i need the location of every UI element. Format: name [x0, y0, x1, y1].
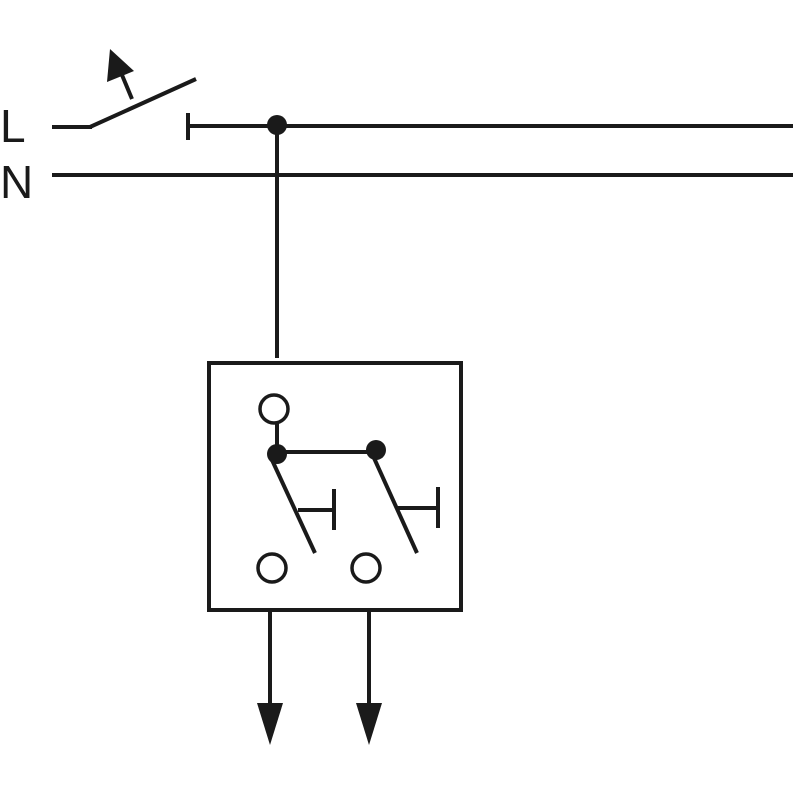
double-switch-device: [207, 361, 463, 612]
actuator-arrow-icon: [107, 49, 134, 82]
neutral-label: N: [0, 156, 33, 208]
switch-housing: [207, 361, 463, 612]
upstream-switch: [52, 49, 197, 140]
output-1-arrow-icon: [257, 703, 283, 745]
live-label: L: [0, 100, 26, 152]
output-terminal-1: [256, 552, 288, 584]
output-terminal-2: [350, 552, 382, 584]
switch-blade: [89, 77, 197, 129]
input-terminal: [258, 393, 290, 425]
output-2-arrow-icon: [356, 703, 382, 745]
actuator-stem: [120, 74, 134, 100]
contact-1-blade: [270, 459, 317, 554]
contact-2-blade: [372, 457, 419, 554]
common-node-right: [366, 440, 386, 460]
